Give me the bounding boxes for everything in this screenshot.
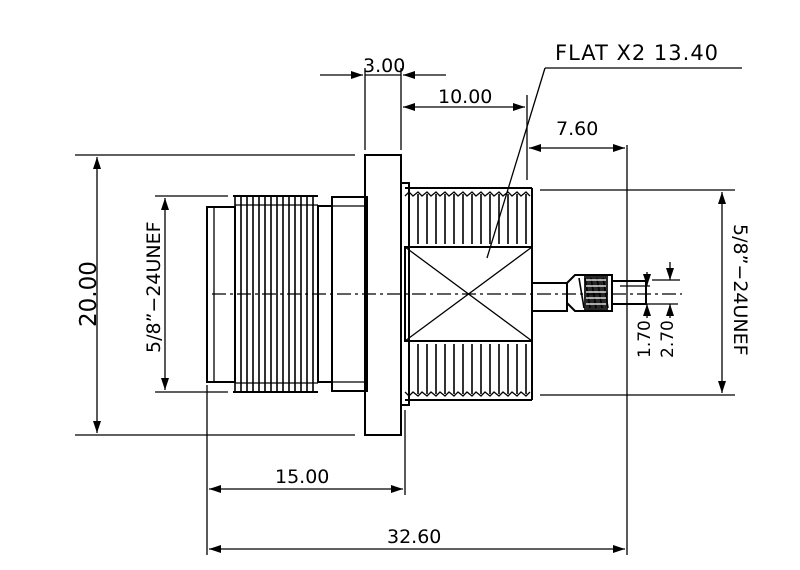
dim-front-thread: 5/8”−24UNEF bbox=[143, 198, 169, 390]
dim-front-length: 15.00 bbox=[209, 466, 403, 493]
center-pin bbox=[531, 274, 647, 312]
rear-thread-label: 5/8”−24UNEF bbox=[729, 224, 751, 356]
pin-tip-diameter-label: 2.70 bbox=[658, 320, 678, 358]
pin-diameter-label: 1.70 bbox=[635, 320, 655, 358]
dim-pin-diameter: 1.70 bbox=[635, 272, 655, 358]
dim-rear-thread: 5/8”−24UNEF bbox=[718, 192, 751, 393]
dim-rear-length: 7.60 bbox=[529, 118, 625, 152]
rear-length-label: 7.60 bbox=[556, 118, 598, 140]
rear-thread-bottom bbox=[404, 340, 532, 401]
front-thread-label: 5/8”−24UNEF bbox=[143, 221, 165, 353]
flat-note: FLAT X2 13.40 bbox=[486, 41, 742, 259]
mounting-flange bbox=[364, 154, 402, 436]
dim-body-diameter: 20.00 bbox=[76, 157, 102, 433]
front-length-label: 15.00 bbox=[275, 466, 329, 488]
dim-flat-length: 10.00 bbox=[403, 86, 525, 111]
dim-overall-length: 32.60 bbox=[209, 526, 625, 553]
overall-length-label: 32.60 bbox=[387, 526, 441, 548]
dim-flange-thickness: 3.00 bbox=[320, 55, 446, 79]
connector-body bbox=[206, 154, 647, 436]
flat-note-label: FLAT X2 13.40 bbox=[555, 41, 719, 65]
front-thread bbox=[233, 195, 318, 393]
dim-pin-tip-diameter: 2.70 bbox=[658, 262, 678, 358]
rear-thread-top bbox=[404, 187, 532, 248]
flat-length-label: 10.00 bbox=[438, 86, 492, 108]
body-diameter-label: 20.00 bbox=[76, 261, 102, 327]
flange-thickness-label: 3.00 bbox=[363, 55, 405, 77]
